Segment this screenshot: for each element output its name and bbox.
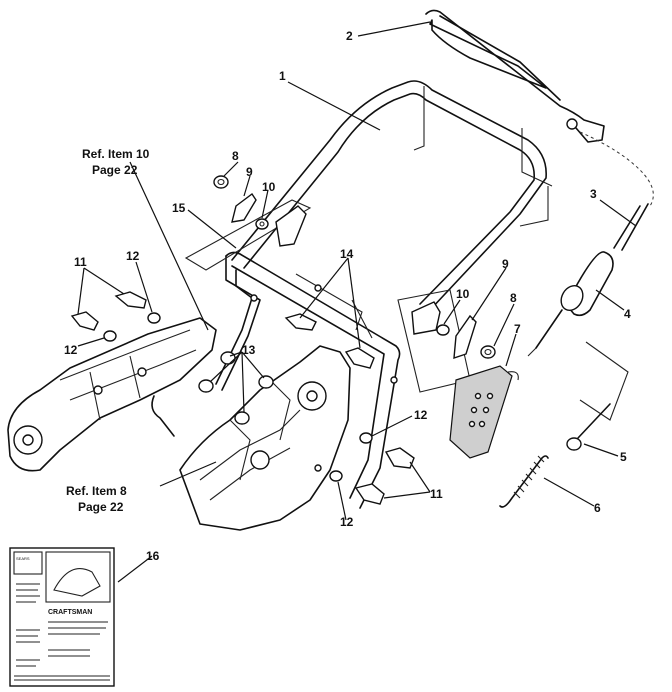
- cable-assembly: [527, 203, 649, 357]
- manual-title: CRAFTSMAN: [48, 609, 92, 616]
- callout-13: 13: [242, 343, 256, 357]
- ref-item-8-line1: Ref. Item 8: [66, 484, 127, 498]
- lower-handle: [184, 199, 471, 509]
- center-frame: [179, 345, 351, 531]
- callout-4: 4: [624, 307, 631, 321]
- callout-12-bottom: 12: [340, 515, 354, 529]
- upper-handle: [231, 80, 553, 311]
- callout-12-top: 12: [126, 249, 140, 263]
- callout-15: 15: [172, 201, 186, 215]
- callout-labels: 1 2 3 4 5 6 7 8 8 9 9 10 10 11 11 12 12 …: [64, 29, 631, 563]
- eyebolt-and-spring: [499, 403, 611, 508]
- callout-9-right: 9: [502, 257, 509, 271]
- callout-5: 5: [620, 450, 627, 464]
- callout-3: 3: [590, 187, 597, 201]
- callout-12-right: 12: [414, 408, 428, 422]
- callout-8-right: 8: [510, 291, 517, 305]
- manual-brand: SEARS: [16, 556, 30, 561]
- owners-manual: SEARS CRAFTSMAN: [9, 547, 115, 687]
- callout-9-left: 9: [246, 165, 253, 179]
- callout-1: 1: [279, 69, 286, 83]
- left-frame-bracket: [7, 317, 217, 472]
- ref-item-8-line2: Page 22: [78, 500, 124, 514]
- ref-item-10-line1: Ref. Item 10: [82, 147, 150, 161]
- spring-bracket: [449, 341, 629, 459]
- control-bail: [425, 9, 654, 207]
- reference-notes: Ref. Item 10 Page 22 Ref. Item 8 Page 22: [66, 147, 150, 514]
- callout-11-left: 11: [74, 255, 87, 269]
- leader-lines: [77, 21, 637, 583]
- callout-16: 16: [146, 549, 160, 563]
- callout-8-left: 8: [232, 149, 239, 163]
- callout-12-left: 12: [64, 343, 78, 357]
- callout-10-right: 10: [456, 287, 470, 301]
- callout-6: 6: [594, 501, 601, 515]
- callout-11-right: 11: [430, 487, 443, 501]
- ref-item-10-line2: Page 22: [92, 163, 138, 177]
- hardware: [70, 175, 496, 505]
- callout-7: 7: [514, 322, 521, 336]
- callout-14: 14: [340, 247, 354, 261]
- callout-2: 2: [346, 29, 353, 43]
- callout-10-left: 10: [262, 180, 276, 194]
